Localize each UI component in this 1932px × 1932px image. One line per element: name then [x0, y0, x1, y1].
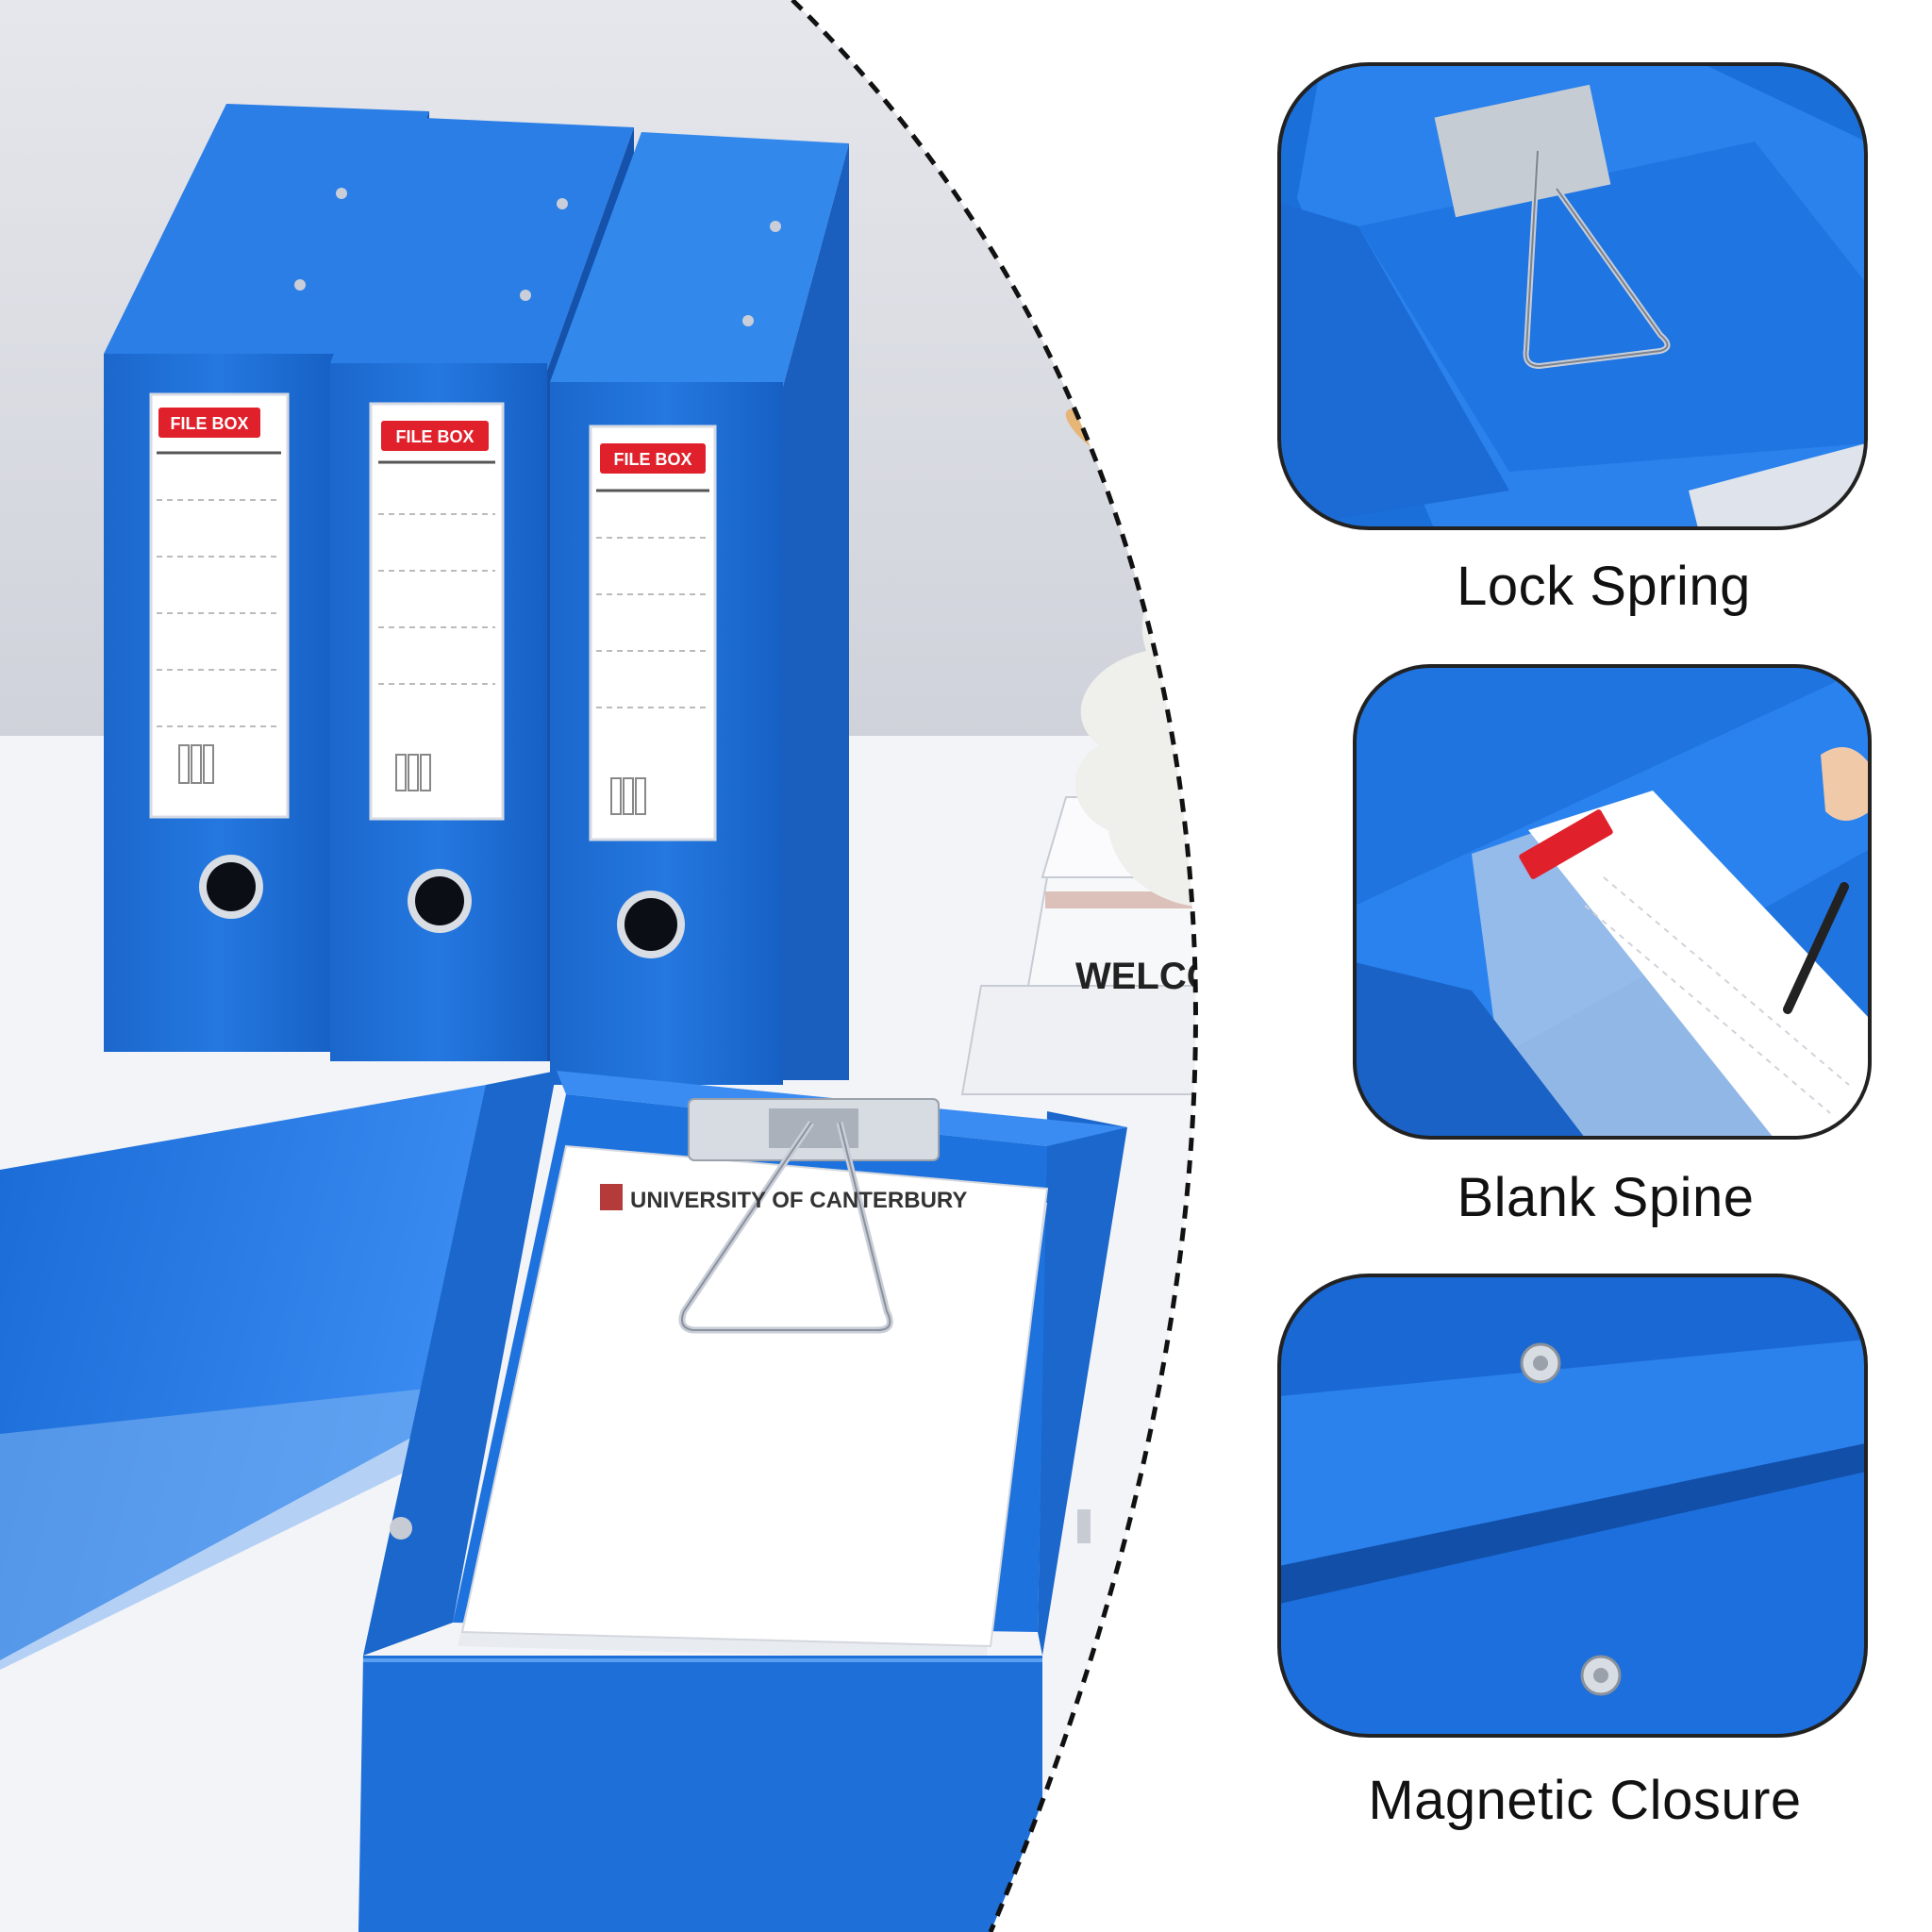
- dashed-divider: [791, 0, 1198, 1932]
- binder-label: FILE BOX: [170, 414, 248, 433]
- binder-label: FILE BOX: [613, 450, 691, 469]
- binder-label: FILE BOX: [395, 427, 474, 446]
- lock-spring-icon: [1277, 62, 1868, 530]
- blank-spine-icon: [1353, 664, 1872, 1140]
- open-box: [0, 1071, 1127, 1932]
- letterhead-text: UNIVERSITY OF CANTERBURY: [630, 1188, 967, 1213]
- binder: [550, 132, 849, 1085]
- feature-label-blank-spine: Blank Spine: [1457, 1167, 1755, 1228]
- feature-label-magnetic-closure: Magnetic Closure: [1368, 1770, 1802, 1831]
- book-title: WELCOME: [1075, 956, 1273, 997]
- main-photo: FILE BOX FILE BOX FILE BOX WELCOME: [0, 0, 1273, 1932]
- magnetic-closure-icon: [1277, 1274, 1868, 1738]
- feature-label-lock-spring: Lock Spring: [1457, 556, 1751, 617]
